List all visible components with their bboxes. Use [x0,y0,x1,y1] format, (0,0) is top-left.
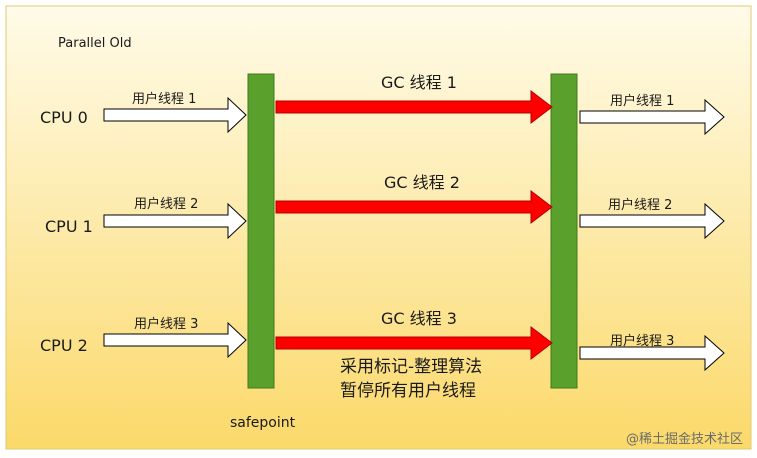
gc-thread-arrow [275,189,553,225]
algorithm-note: 采用标记-整理算法 [340,357,482,377]
user-thread-output-label: 用户线程 1 [610,93,674,109]
user-thread-input-label: 用户线程 3 [134,316,198,332]
cpu-label: CPU 2 [40,336,88,355]
user-thread-input-label: 用户线程 2 [134,196,198,212]
user-thread-input-arrow [103,321,247,359]
user-thread-output-arrow [579,98,725,136]
watermark: @稀土掘金技术社区 [626,431,743,447]
cpu-label: CPU 1 [45,217,93,236]
user-thread-output-label: 用户线程 3 [610,333,674,349]
cpu-label: CPU 0 [40,108,88,127]
user-thread-output-label: 用户线程 2 [608,197,672,213]
user-thread-input-label: 用户线程 1 [132,91,196,107]
gc-thread-arrow [275,89,553,125]
safepoint-label: safepoint [230,415,296,431]
pause-note: 暂停所有用户线程 [340,381,476,401]
safepoint-bar [247,73,275,389]
diagram-title: Parallel Old [58,36,132,51]
gc-end-bar [550,73,578,389]
gc-thread-label: GC 线程 2 [384,173,460,192]
user-thread-input-arrow [103,202,247,240]
gc-thread-arrow [275,325,553,361]
gc-thread-label: GC 线程 1 [381,73,457,92]
user-thread-output-arrow [579,334,725,372]
user-thread-output-arrow [579,202,725,240]
gc-thread-label: GC 线程 3 [381,309,457,328]
user-thread-input-arrow [103,96,247,134]
